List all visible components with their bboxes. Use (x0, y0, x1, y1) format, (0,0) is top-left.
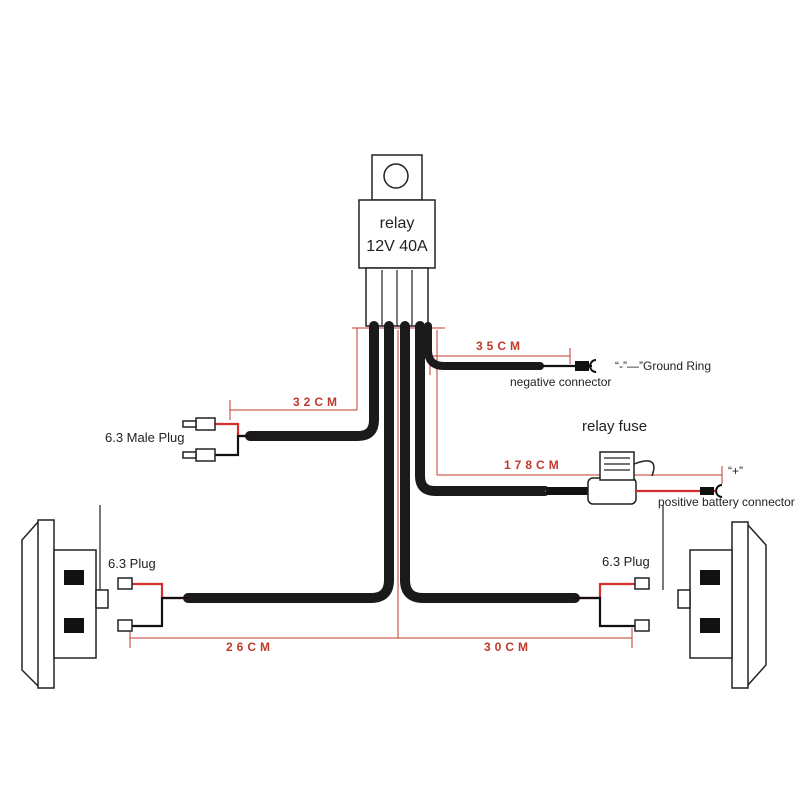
dim-32cm: 32CM (293, 395, 341, 409)
ground-ring-label: “-”—”Ground Ring (615, 359, 711, 373)
ground-ring-icon (589, 359, 597, 374)
relay-rating: 12V 40A (366, 238, 428, 255)
positive-ring-icon (715, 484, 723, 499)
right-horn (575, 505, 767, 689)
left-plug-label: 6.3 Plug (108, 556, 156, 571)
fuse-label: relay fuse (582, 418, 647, 435)
positive-sign-label: “+” (728, 464, 743, 478)
dim-30cm: 30CM (484, 640, 532, 654)
relay-mount-hole (383, 163, 409, 189)
ground-connector (540, 359, 597, 374)
fuse-holder (587, 477, 637, 505)
dimension-lines (129, 327, 723, 648)
dim-26cm: 26CM (226, 640, 274, 654)
relay-label: relay (380, 215, 415, 232)
negative-connector-label: negative connector (510, 375, 611, 389)
dim-178cm: 178CM (504, 458, 563, 472)
male-plug-label: 6.3 Male Plug (105, 430, 185, 445)
positive-battery-label: positive battery connector (658, 495, 795, 509)
left-horn (21, 505, 188, 689)
relay-body (358, 199, 436, 269)
relay: relay 12V 40A (358, 154, 436, 327)
dim-35cm: 35CM (476, 339, 524, 353)
male-plug (182, 417, 250, 462)
relay-fuse (545, 451, 723, 505)
wire-harness (183, 321, 580, 603)
right-plug-label: 6.3 Plug (602, 554, 650, 569)
fuse-cap (599, 451, 635, 481)
